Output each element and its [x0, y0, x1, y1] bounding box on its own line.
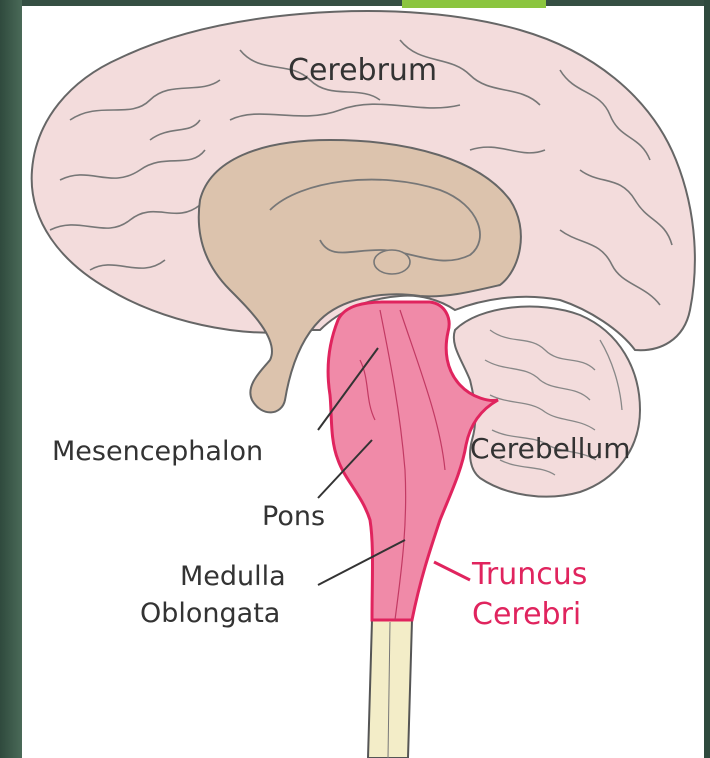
label-truncus-line1: Truncus — [471, 557, 587, 592]
label-pons: Pons — [262, 501, 325, 532]
label-cerebellum: Cerebellum — [470, 432, 630, 465]
label-cerebrum: Cerebrum — [288, 53, 437, 88]
inner-nucleus — [374, 250, 410, 274]
truncus-leader — [434, 562, 470, 580]
label-mesencephalon: Mesencephalon — [52, 436, 263, 467]
label-medulla-line1: Medulla — [180, 561, 286, 592]
label-truncus-line2: Cerebri — [472, 597, 581, 632]
label-medulla-line2: Oblongata — [140, 598, 280, 629]
